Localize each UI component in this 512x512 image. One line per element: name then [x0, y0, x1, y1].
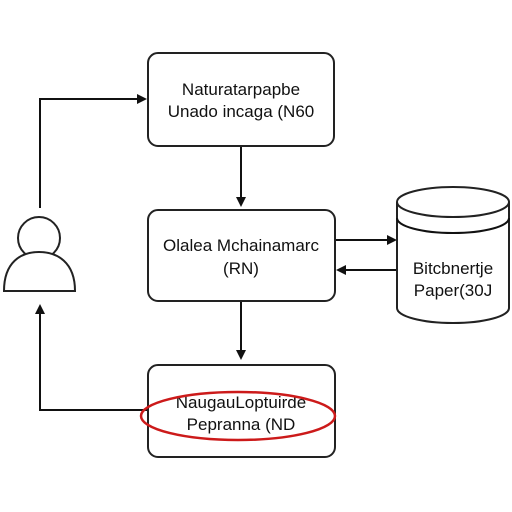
node-middle-box	[147, 209, 336, 302]
database-line1: Bitcbnertje	[413, 259, 493, 278]
node-top: Naturatarpapbe Unado incaga (N60	[147, 52, 335, 147]
node-top-line1: Naturatarpapbe	[182, 80, 300, 99]
node-bottom-box	[147, 364, 336, 458]
node-middle-line1: Olalea Mchainamarc	[163, 236, 319, 255]
node-top-line2: Unado incaga (N60	[168, 102, 314, 121]
user-icon	[2, 216, 77, 292]
node-middle: Olalea Mchainamarc (RN)	[147, 209, 336, 302]
node-middle-line2: (RN)	[223, 259, 259, 278]
node-bottom-line2: Pepranna (ND	[187, 415, 296, 434]
edge-user-to-top	[39, 94, 147, 208]
node-bottom-line1: NaugauLoptuirde	[176, 393, 306, 412]
edge-bottom-to-user	[35, 304, 148, 411]
database-icon: Bitcbnertje Paper(30J	[396, 186, 510, 324]
database-body	[396, 202, 510, 324]
user-body	[2, 250, 77, 292]
database-line2: Paper(30J	[414, 281, 492, 300]
database-top	[396, 186, 510, 218]
database-rim	[396, 217, 510, 234]
node-bottom: NaugauLoptuirde Pepranna (ND	[147, 364, 336, 458]
node-top-box	[147, 52, 335, 147]
highlight-ellipse	[139, 390, 337, 442]
